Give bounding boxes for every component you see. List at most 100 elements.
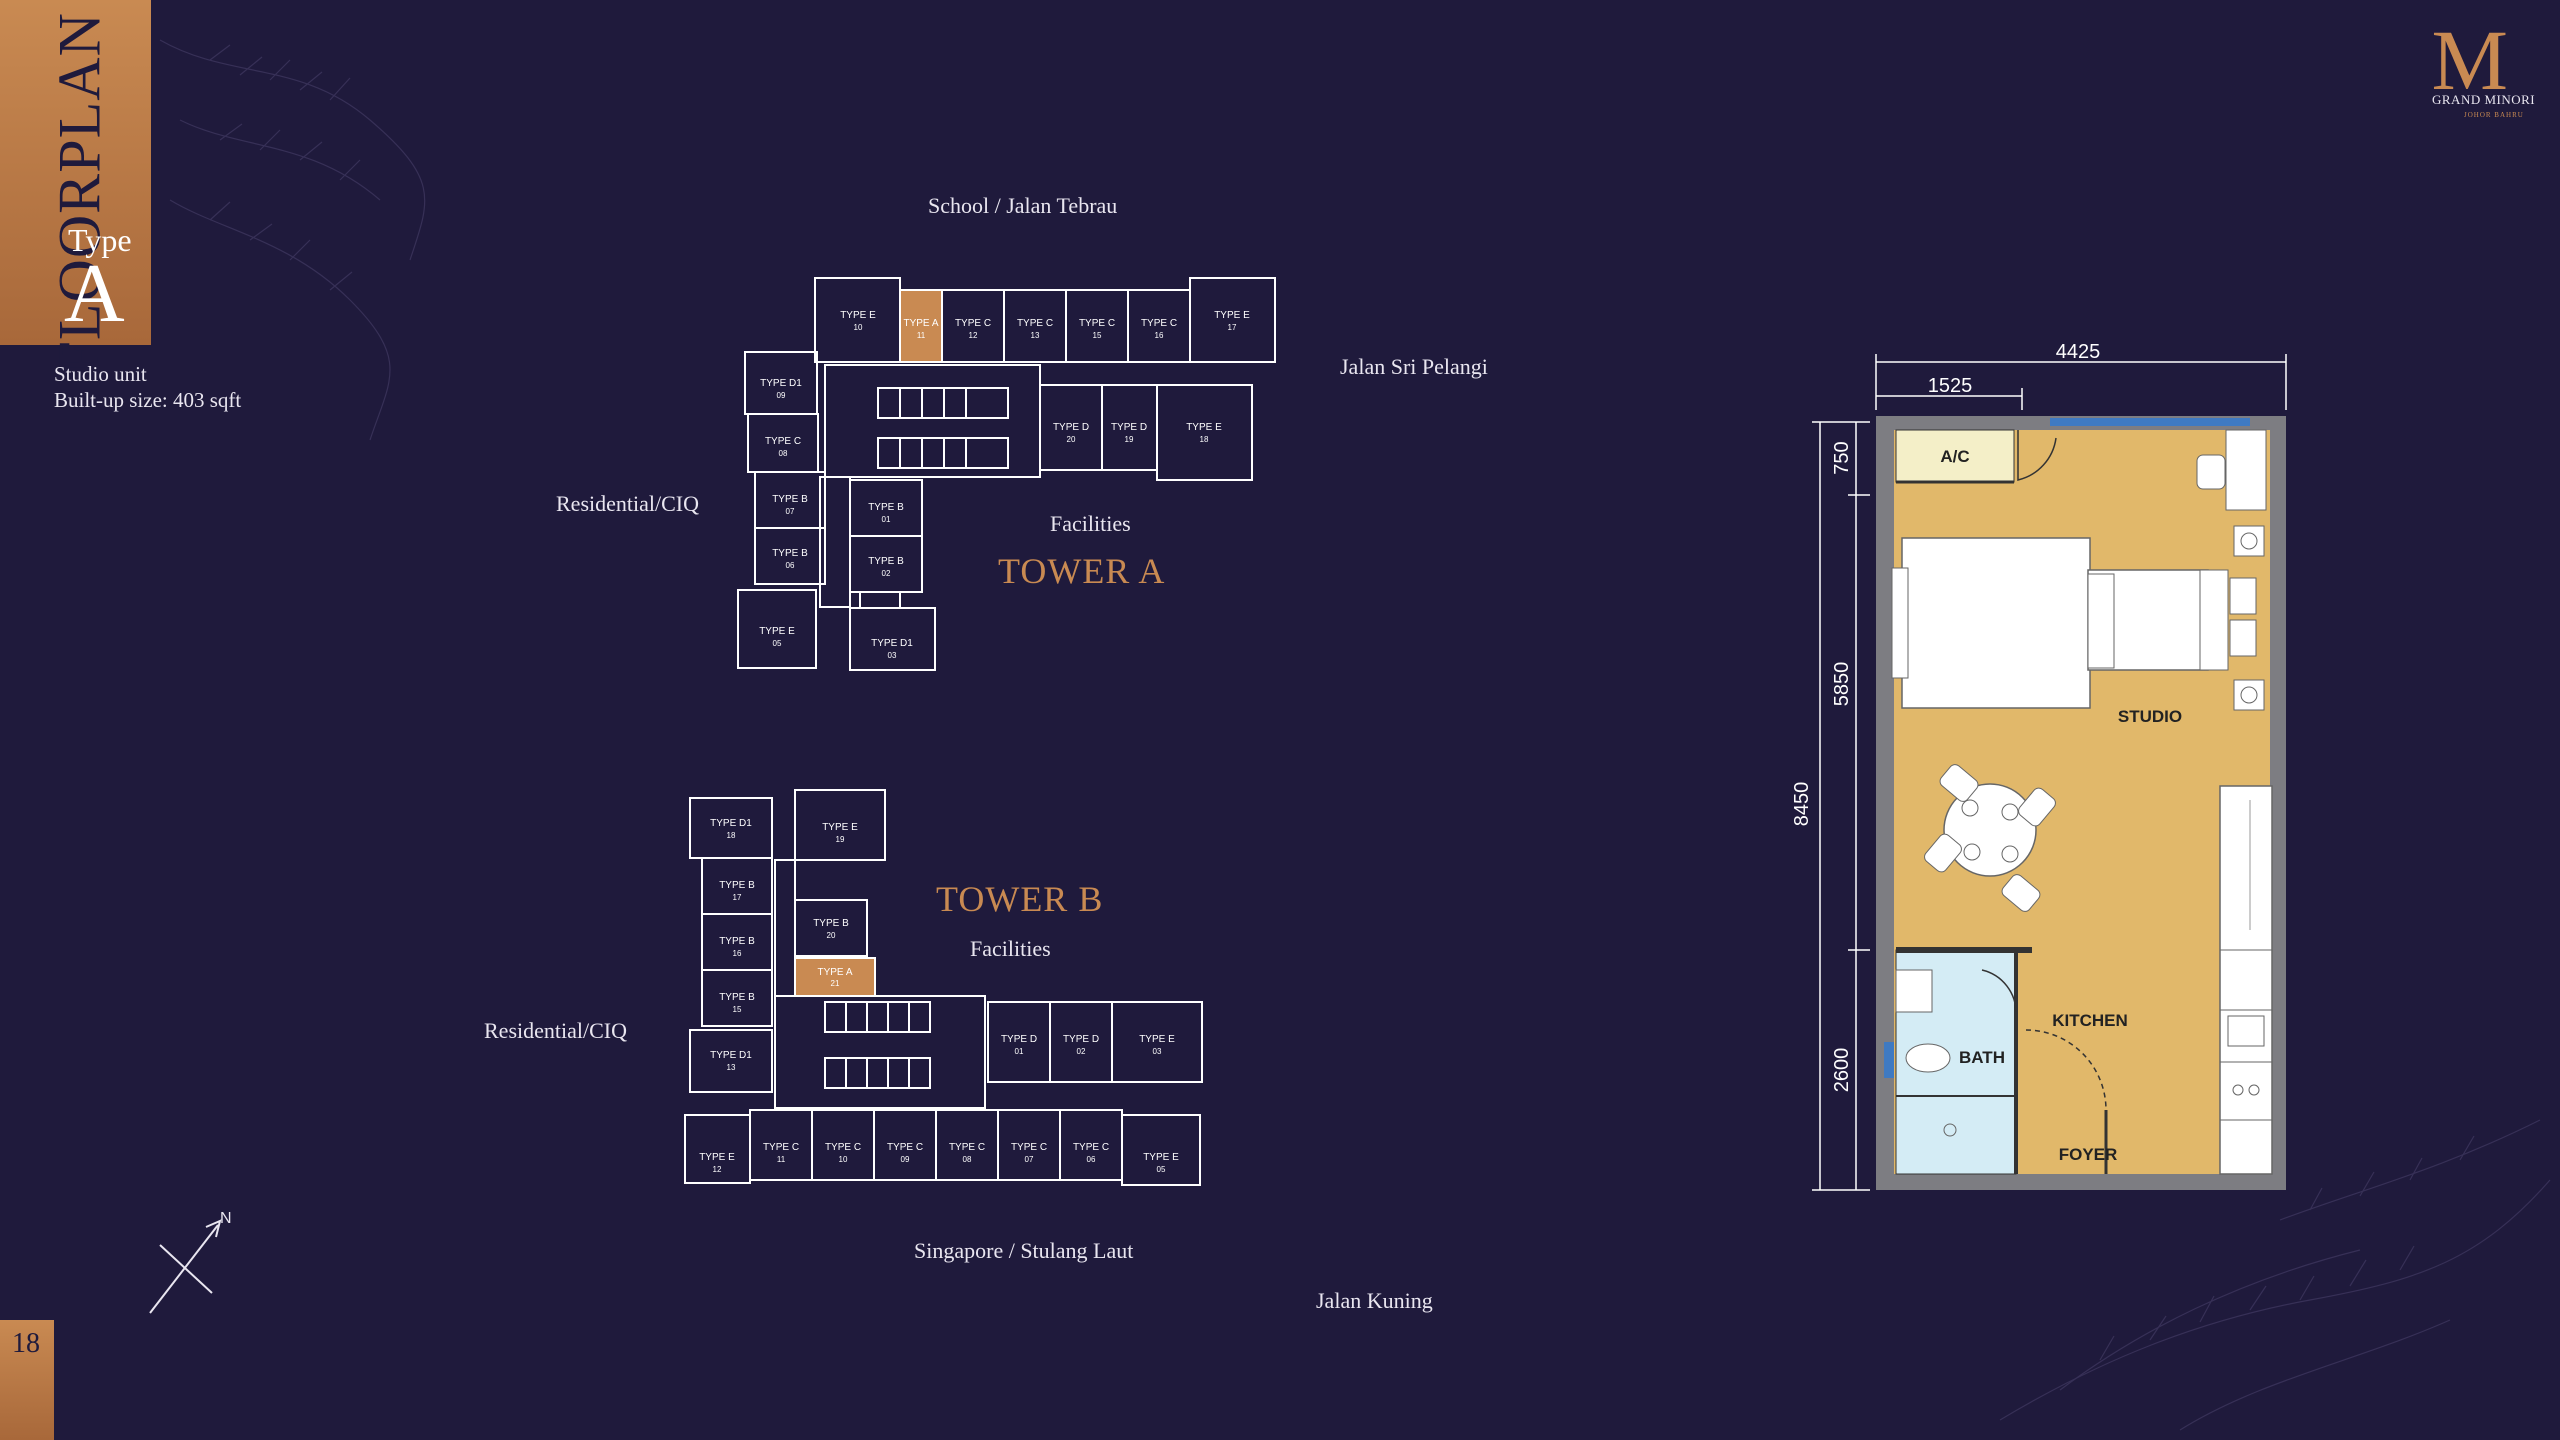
svg-text:01: 01 (1015, 1047, 1024, 1056)
tower-a-core (824, 364, 1041, 478)
label-east-road: Jalan Sri Pelangi (1340, 354, 1488, 379)
brand-logo-icon: M (2431, 12, 2508, 108)
svg-text:TYPE A: TYPE A (903, 318, 938, 329)
svg-text:07: 07 (786, 507, 795, 516)
unit-a-05 (737, 589, 817, 669)
svg-text:08: 08 (963, 1155, 972, 1164)
unit-a-17 (1189, 277, 1276, 363)
svg-text:TYPE D1: TYPE D1 (871, 638, 913, 649)
facilities-label-b: Facilities (970, 936, 1051, 961)
tower-b-title: TOWER B (936, 879, 1104, 919)
svg-text:TYPE C: TYPE C (763, 1142, 799, 1153)
svg-text:TYPE D: TYPE D (1053, 422, 1089, 433)
svg-text:21: 21 (831, 979, 840, 988)
bed (1901, 537, 2091, 709)
svg-text:TYPE E: TYPE E (1214, 310, 1250, 321)
dim-ac: 750 (1831, 441, 1853, 474)
unit-floor-plan: 4425 1525 8450 750 5850 2600 A/C STUDIO (1791, 341, 2287, 1191)
svg-text:03: 03 (888, 651, 897, 660)
svg-text:18: 18 (1200, 435, 1209, 444)
label-north-road: School / Jalan Tebrau (928, 193, 1118, 218)
svg-text:TYPE B: TYPE B (813, 918, 849, 929)
room-foyer: FOYER (2059, 1145, 2118, 1164)
svg-text:13: 13 (1031, 331, 1040, 340)
label-west-tower-a: Residential/CIQ (556, 491, 699, 516)
label-west-tower-b: Residential/CIQ (484, 1018, 627, 1043)
unit-description: Studio unit (54, 362, 147, 386)
unit-a-06 (754, 527, 826, 585)
svg-text:17: 17 (733, 893, 742, 902)
svg-text:TYPE E: TYPE E (1139, 1034, 1175, 1045)
label-south-east-road: Jalan Kuning (1316, 1288, 1433, 1313)
svg-text:TYPE C: TYPE C (1079, 318, 1115, 329)
svg-text:TYPE C: TYPE C (949, 1142, 985, 1153)
dim-total-depth: 8450 (1791, 782, 1813, 827)
unit-b-05 (1121, 1114, 1201, 1186)
room-kitchen: KITCHEN (2052, 1011, 2128, 1030)
kitchen-counter (2219, 785, 2273, 1175)
svg-text:11: 11 (917, 331, 926, 340)
svg-text:TYPE C: TYPE C (1011, 1142, 1047, 1153)
north-arrow-icon: N (149, 1210, 232, 1314)
svg-text:12: 12 (713, 1165, 722, 1174)
svg-text:05: 05 (1157, 1165, 1166, 1174)
svg-text:TYPE B: TYPE B (719, 880, 755, 891)
unit-b-13 (689, 1029, 773, 1093)
dim-studio: 5850 (1831, 662, 1853, 707)
svg-text:TYPE E: TYPE E (1143, 1152, 1179, 1163)
svg-text:TYPE D: TYPE D (1001, 1034, 1037, 1045)
svg-text:TYPE C: TYPE C (1017, 318, 1053, 329)
tower-b-core (774, 995, 986, 1109)
unit-b-15 (701, 969, 773, 1027)
svg-text:TYPE D: TYPE D (1111, 422, 1147, 433)
type-label: Type (68, 222, 132, 258)
page-number-tab (0, 1320, 54, 1440)
room-bath: BATH (1959, 1048, 2005, 1067)
svg-text:TYPE B: TYPE B (772, 494, 808, 505)
svg-text:TYPE E: TYPE E (1186, 422, 1222, 433)
svg-text:TYPE D: TYPE D (1063, 1034, 1099, 1045)
svg-text:10: 10 (839, 1155, 848, 1164)
svg-text:TYPE B: TYPE B (772, 548, 808, 559)
svg-text:15: 15 (1093, 331, 1102, 340)
svg-text:15: 15 (733, 1005, 742, 1014)
svg-text:02: 02 (882, 569, 891, 578)
svg-text:TYPE D1: TYPE D1 (710, 818, 752, 829)
svg-text:TYPE A: TYPE A (817, 967, 852, 978)
svg-text:TYPE D1: TYPE D1 (710, 1050, 752, 1061)
svg-text:17: 17 (1228, 323, 1237, 332)
svg-text:TYPE E: TYPE E (699, 1152, 735, 1163)
svg-text:TYPE C: TYPE C (765, 436, 801, 447)
unit-a-18 (1156, 384, 1253, 481)
svg-text:08: 08 (779, 449, 788, 458)
tower-a-title: TOWER A (998, 551, 1166, 591)
svg-text:09: 09 (777, 391, 786, 400)
svg-text:13: 13 (727, 1063, 736, 1072)
dining-table (1924, 764, 2056, 912)
unit-b-03 (1111, 1001, 1203, 1083)
svg-text:TYPE D1: TYPE D1 (760, 378, 802, 389)
built-up-size: Built-up size: 403 sqft (54, 388, 242, 412)
svg-text:18: 18 (727, 831, 736, 840)
svg-text:TYPE E: TYPE E (822, 822, 858, 833)
room-ac: A/C (1940, 447, 1969, 466)
svg-text:TYPE E: TYPE E (759, 626, 795, 637)
svg-text:03: 03 (1153, 1047, 1162, 1056)
north-arrow-label: N (220, 1210, 232, 1227)
svg-text:TYPE B: TYPE B (868, 502, 904, 513)
dim-total-width: 4425 (2056, 341, 2101, 363)
unit-a-11-highlight (899, 289, 943, 363)
type-letter: A (64, 247, 125, 340)
room-studio: STUDIO (2118, 707, 2182, 726)
svg-text:TYPE C: TYPE C (1073, 1142, 1109, 1153)
unit-b-19 (794, 789, 886, 861)
svg-text:TYPE C: TYPE C (1141, 318, 1177, 329)
svg-text:05: 05 (773, 639, 782, 648)
svg-text:10: 10 (854, 323, 863, 332)
svg-text:19: 19 (1125, 435, 1134, 444)
label-south-road: Singapore / Stulang Laut (914, 1238, 1134, 1263)
svg-text:TYPE C: TYPE C (887, 1142, 923, 1153)
svg-text:TYPE B: TYPE B (868, 556, 904, 567)
svg-text:09: 09 (901, 1155, 910, 1164)
